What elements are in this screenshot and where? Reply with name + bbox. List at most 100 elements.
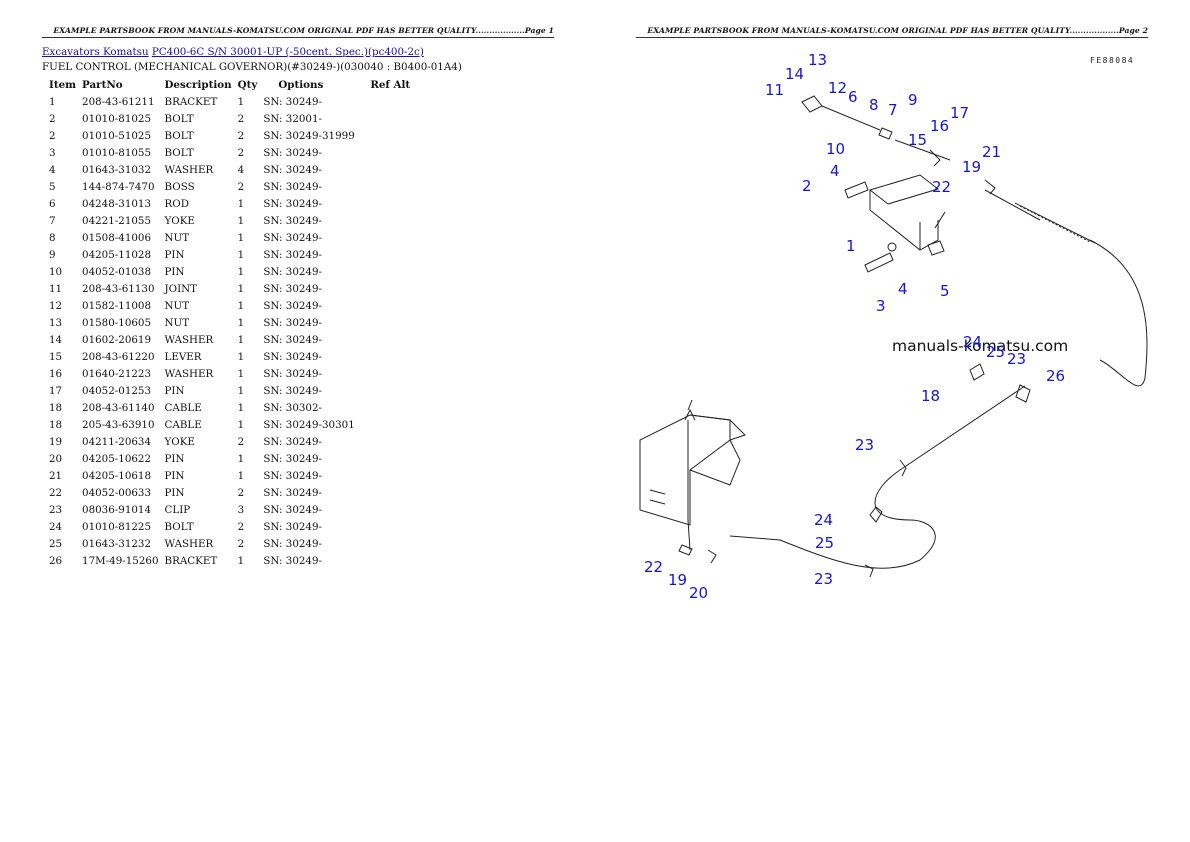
cell-item: 4 [49, 163, 56, 176]
cell-refalt [367, 110, 413, 127]
cell-options: SN: 30302- [263, 401, 323, 414]
cell-item: 8 [49, 231, 56, 244]
cell-refalt [367, 161, 413, 178]
cell-qty: 1 [237, 265, 245, 278]
breadcrumb: Excavators Komatsu PC400-6C S/N 30001-UP… [42, 46, 424, 58]
callout-label: 11 [765, 81, 784, 99]
page-header-right: EXAMPLE PARTSBOOK FROM MANUALS-KOMATSU.C… [636, 26, 1148, 38]
cell-qty: 1 [237, 452, 245, 465]
cell-options: SN: 30249- [263, 469, 323, 482]
cell-partno: 04248-31013 [82, 197, 152, 210]
cell-description: WASHER [164, 333, 214, 346]
cell-refalt [367, 195, 413, 212]
cell-item: 25 [49, 537, 63, 550]
cell-options: SN: 30249- [263, 435, 323, 448]
cell-qty: 1 [237, 214, 245, 227]
cell-partno: 08036-91014 [82, 503, 152, 516]
cell-options: SN: 30249- [263, 214, 323, 227]
breadcrumb-link-category[interactable]: Excavators Komatsu [42, 46, 149, 58]
callout-label: 9 [908, 91, 918, 109]
table-header-row: Item PartNo Description Qty Options Ref … [42, 77, 413, 93]
cell-refalt [367, 93, 413, 110]
cell-options: SN: 30249- [263, 282, 323, 295]
cell-qty: 1 [237, 95, 245, 108]
cell-qty: 1 [237, 299, 245, 312]
cell-options: SN: 30249-30301 [263, 418, 355, 431]
cell-partno: 01010-81225 [82, 520, 152, 533]
cell-item: 5 [49, 180, 56, 193]
cell-description: CLIP [164, 503, 191, 516]
cell-description: WASHER [164, 367, 214, 380]
breadcrumb-link-model[interactable]: PC400-6C S/N 30001-UP (-50cent. Spec.)(p… [151, 46, 424, 58]
cell-item: 13 [49, 316, 63, 329]
cell-qty: 1 [237, 197, 245, 210]
callout-label: 20 [689, 584, 708, 602]
cell-item: 2 [49, 112, 56, 125]
cell-description: WASHER [164, 163, 214, 176]
cell-qty: 1 [237, 231, 245, 244]
cell-description: BOLT [164, 129, 194, 142]
callout-label: 6 [848, 88, 858, 106]
cell-partno: 208-43-61140 [82, 401, 155, 414]
cell-refalt [367, 467, 413, 484]
callout-label: 23 [814, 570, 833, 588]
col-header-refalt: Ref Alt [370, 79, 411, 91]
callout-label: 24 [814, 511, 833, 529]
cell-refalt [367, 246, 413, 263]
parts-diagram: FE88084 [639, 51, 1148, 602]
col-header-qty: Qty [237, 79, 258, 91]
col-header-options: Options [278, 79, 324, 91]
cell-description: BOSS [164, 180, 195, 193]
cell-qty: 2 [237, 146, 245, 159]
cell-options: SN: 30249- [263, 163, 323, 176]
cell-qty: 1 [237, 469, 245, 482]
cell-description: BOLT [164, 146, 194, 159]
cell-partno: 144-874-7470 [82, 180, 155, 193]
cell-description: NUT [164, 231, 190, 244]
cell-qty: 1 [237, 350, 245, 363]
cell-refalt [367, 127, 413, 144]
callout-label: 23 [1007, 350, 1026, 368]
callout-label: 22 [932, 178, 951, 196]
cell-qty: 2 [237, 129, 245, 142]
cell-partno: 01010-81025 [82, 112, 152, 125]
cell-description: BOLT [164, 112, 194, 125]
cell-item: 6 [49, 197, 56, 210]
cell-description: NUT [164, 299, 190, 312]
cell-refalt [367, 144, 413, 161]
cell-item: 23 [49, 503, 63, 516]
callout-label: 7 [888, 101, 898, 119]
cell-partno: 04052-01038 [82, 265, 152, 278]
cell-refalt [367, 450, 413, 467]
cell-description: PIN [164, 486, 185, 499]
cell-qty: 2 [237, 112, 245, 125]
cell-item: 15 [49, 350, 63, 363]
cell-options: SN: 30249- [263, 95, 323, 108]
cell-options: SN: 30249- [263, 537, 323, 550]
cell-description: PIN [164, 452, 185, 465]
cell-qty: 1 [237, 248, 245, 261]
cell-options: SN: 30249- [263, 350, 323, 363]
cell-refalt [367, 331, 413, 348]
cell-refalt [367, 416, 413, 433]
callout-label: 19 [668, 571, 687, 589]
cell-item: 20 [49, 452, 63, 465]
callout-label: 22 [644, 558, 663, 576]
callout-label: 18 [921, 387, 940, 405]
